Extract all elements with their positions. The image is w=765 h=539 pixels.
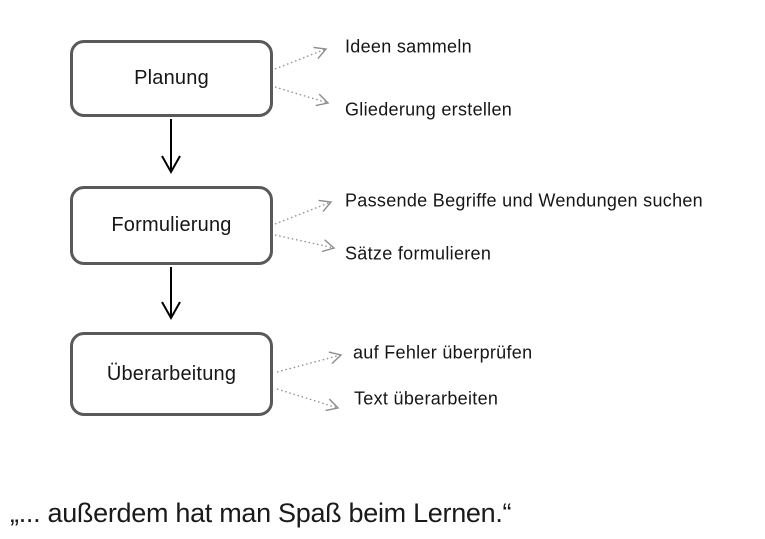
stage-box-ueberarbeitung: Überarbeitung [70,332,273,416]
dotted-arrow-gliederung-erstellen [274,86,330,107]
dotted-arrow-text-ueberarbeiten [276,388,340,412]
stage-label-formulierung: Formulierung [111,214,232,236]
dotted-arrow-ideen-sammeln [274,46,328,70]
item-label-auf-fehler: auf Fehler überprüfen [353,342,533,363]
stage-label-planung: Planung [134,67,209,89]
item-label-saetze-formulieren: Sätze formulieren [345,243,492,264]
stage-box-planung: Planung [70,40,273,117]
dotted-arrow-saetze-formulieren [274,234,336,253]
item-label-passende-begriffe: Passende Begriffe und Wendungen suchen [345,190,703,211]
item-label-text-ueberarbeiten: Text überarbeiten [354,388,499,409]
dotted-arrow-auf-fehler [276,351,343,373]
item-label-ideen-sammeln: Ideen sammeln [345,36,472,57]
dotted-arrow-passende-begriffe [274,199,333,225]
item-label-gliederung-erstellen: Gliederung erstellen [345,99,513,120]
quote-text: „... außerdem hat man Spaß beim Lernen.“ [10,498,512,528]
stage-box-formulierung: Formulierung [70,186,273,265]
stage-label-ueberarbeitung: Überarbeitung [106,362,237,385]
